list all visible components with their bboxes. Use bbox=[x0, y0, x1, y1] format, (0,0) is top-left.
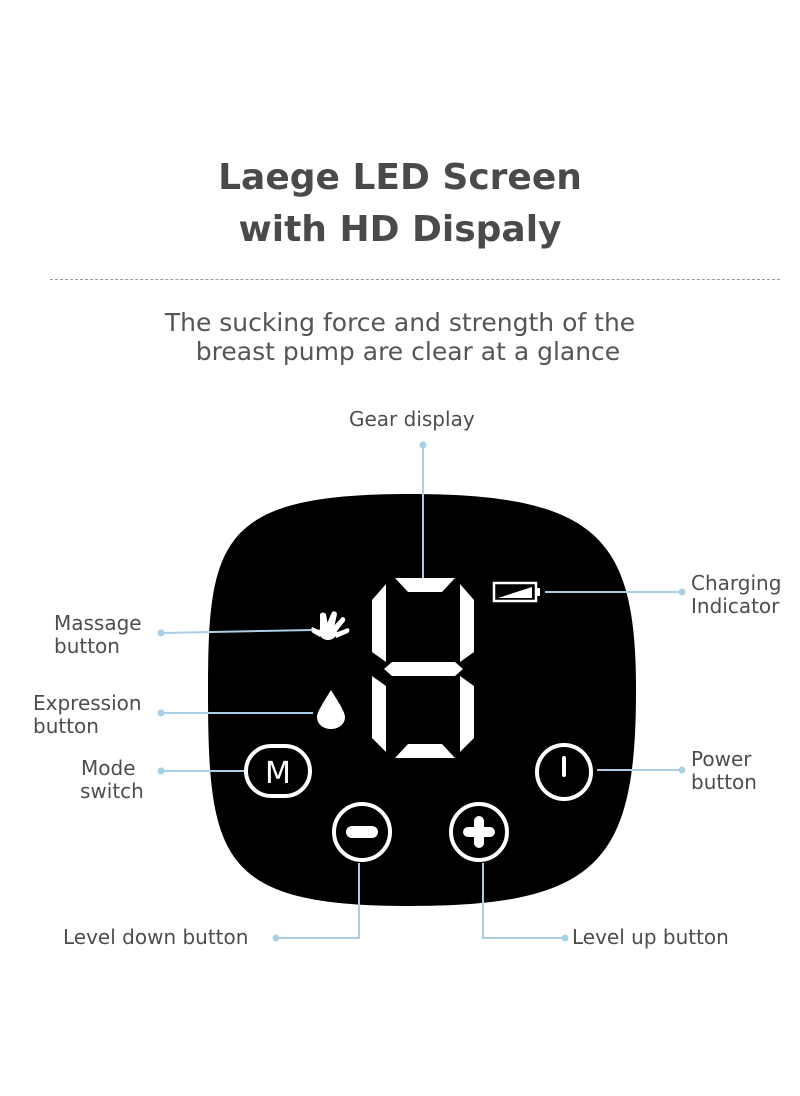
leader-level-up bbox=[482, 863, 565, 939]
label-expression-line1: Expression bbox=[33, 691, 142, 715]
label-power-button: Power button bbox=[691, 748, 757, 794]
label-mode-line1: Mode bbox=[81, 756, 136, 780]
label-level-down-button: Level down button bbox=[63, 925, 249, 949]
label-mode-switch: Mode switch bbox=[80, 757, 144, 803]
segment-f bbox=[372, 584, 386, 662]
label-massage-line2: button bbox=[54, 634, 120, 658]
label-power-line2: button bbox=[691, 770, 757, 794]
subtitle-line-2: breast pump are clear at a glance bbox=[195, 337, 621, 366]
label-level-up-button: Level up button bbox=[572, 925, 729, 949]
leader-lines bbox=[160, 443, 682, 939]
minus-icon bbox=[346, 826, 378, 838]
label-charging-line2: Indicator bbox=[691, 594, 780, 618]
label-massage-line1: Massage bbox=[54, 611, 142, 635]
mode-letter: M bbox=[265, 756, 291, 791]
segment-a bbox=[395, 578, 455, 592]
leader-level-down bbox=[276, 863, 360, 939]
label-charging-line1: Charging bbox=[691, 571, 782, 595]
segment-b bbox=[460, 584, 474, 662]
label-mode-line2: switch bbox=[80, 779, 144, 803]
segment-e bbox=[372, 676, 386, 752]
title-line-1: Laege LED Screen bbox=[218, 157, 582, 198]
title-line-2: with HD Dispaly bbox=[238, 209, 562, 250]
plus-icon bbox=[463, 816, 495, 848]
label-charging-indicator: Charging Indicator bbox=[691, 572, 781, 618]
label-expression-line2: button bbox=[33, 714, 99, 738]
power-button[interactable] bbox=[535, 743, 593, 801]
leader-dots bbox=[157, 441, 686, 942]
hand-massage-icon bbox=[311, 611, 350, 640]
level-down-button[interactable] bbox=[332, 802, 392, 862]
label-gear-display: Gear display bbox=[349, 407, 475, 431]
label-power-line1: Power bbox=[691, 747, 752, 771]
dashed-divider bbox=[50, 279, 780, 280]
level-up-button[interactable] bbox=[449, 802, 509, 862]
drop-expression-icon bbox=[317, 690, 345, 729]
segment-g bbox=[384, 662, 463, 676]
leader-massage bbox=[160, 629, 313, 634]
label-expression-button: Expression button bbox=[33, 692, 142, 738]
subtitle-line-1: The sucking force and strength of the bbox=[164, 308, 636, 337]
gear-digit-display bbox=[372, 578, 474, 758]
segment-c bbox=[460, 676, 474, 752]
battery-icon bbox=[492, 581, 540, 603]
mode-switch-button[interactable]: M bbox=[244, 744, 312, 798]
segment-d bbox=[395, 744, 455, 758]
label-massage-button: Massage button bbox=[54, 612, 142, 658]
